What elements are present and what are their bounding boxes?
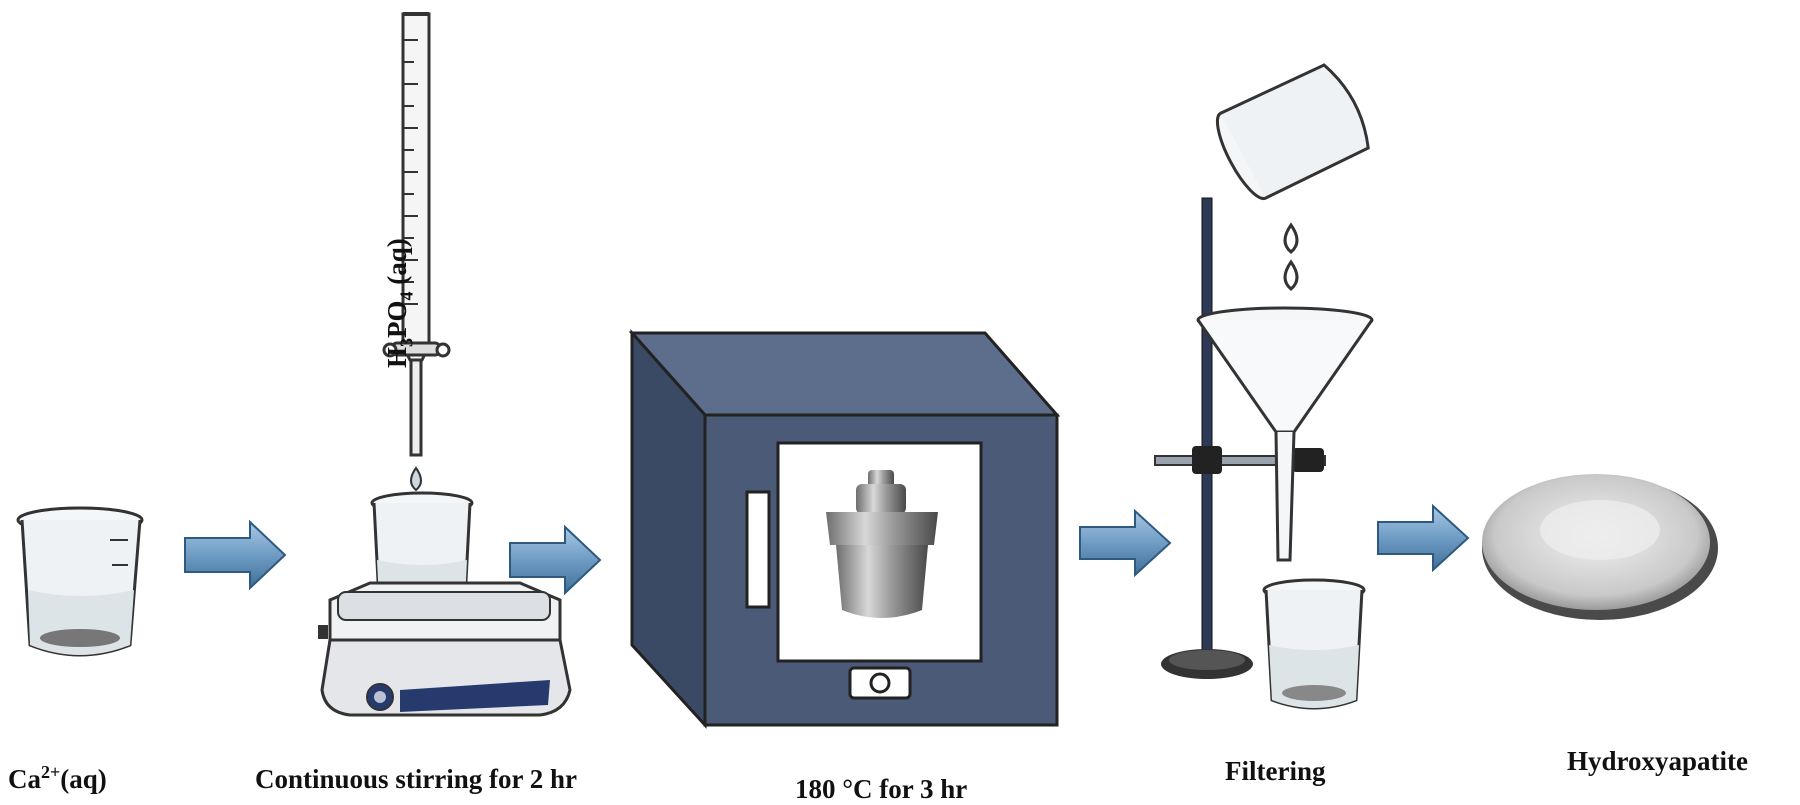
pouring-beaker-icon: [1215, 63, 1370, 201]
autoclave-icon: [826, 470, 938, 618]
collecting-beaker-icon: [1262, 578, 1366, 710]
calcium-beaker-icon: [16, 506, 144, 657]
burette-icon: [382, 12, 451, 492]
stirring-label: Continuous stirring for 2 hr: [255, 764, 578, 794]
drops-icon: [1283, 222, 1299, 291]
hotplate-icon: [318, 581, 572, 717]
temperature-label: 180 °C for 3 hr: [795, 774, 968, 804]
arrow-1-icon: [184, 519, 287, 591]
phosphoric-acid-label: H3PO4 (aq): [382, 238, 417, 368]
funnel-icon: [1196, 306, 1374, 562]
filtering-label: Filtering: [1225, 756, 1326, 786]
arrow-4-icon: [1377, 503, 1470, 573]
product-label: Hydroxyapatite: [1567, 746, 1748, 776]
ring-stand-icon: [1154, 197, 1326, 679]
hydroxyapatite-dish-icon: [1482, 474, 1718, 620]
calcium-label: Ca2+(aq): [8, 762, 107, 794]
arrow-3-icon: [1079, 508, 1172, 578]
arrow-2-icon: [509, 524, 602, 596]
